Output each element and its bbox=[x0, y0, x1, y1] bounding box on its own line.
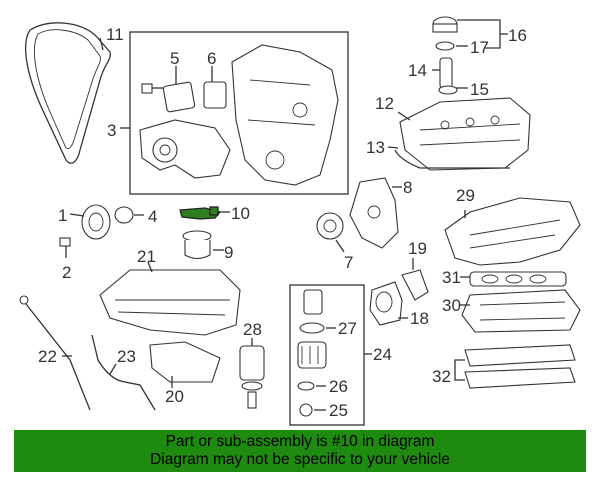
callout-15: 15 bbox=[470, 80, 489, 99]
callout-16: 16 bbox=[508, 26, 527, 45]
callout-23: 23 bbox=[117, 347, 136, 366]
exhaust-gasket-part[interactable] bbox=[464, 344, 576, 389]
cover-plate-8-part[interactable] bbox=[349, 177, 399, 249]
callout-14: 14 bbox=[408, 61, 427, 80]
callout-11: 11 bbox=[106, 25, 124, 44]
filter-cap-part[interactable] bbox=[297, 341, 327, 369]
timing-chain-part[interactable] bbox=[24, 22, 111, 164]
oil-filter-part[interactable] bbox=[239, 345, 265, 409]
gasket-6-part[interactable] bbox=[203, 81, 227, 109]
valve-cover-gasket-part[interactable] bbox=[394, 149, 510, 169]
filler-ring-part[interactable] bbox=[438, 85, 458, 95]
callout-31: 31 bbox=[442, 268, 461, 287]
callout-18: 18 bbox=[410, 309, 429, 328]
callout-21: 21 bbox=[137, 247, 156, 266]
callout-17: 17 bbox=[470, 38, 489, 57]
callout-3: 3 bbox=[107, 121, 116, 140]
o-ring-26-part[interactable] bbox=[297, 381, 315, 391]
oil-pan-lower-part[interactable] bbox=[149, 341, 221, 383]
callout-1: 1 bbox=[58, 206, 67, 225]
intake-manifold-part[interactable] bbox=[444, 197, 581, 266]
exhaust-manifold-part[interactable] bbox=[461, 289, 581, 333]
callout-20: 20 bbox=[165, 387, 184, 406]
oil-strainer-part[interactable] bbox=[182, 230, 212, 260]
callout-6: 6 bbox=[207, 49, 216, 68]
callout-5: 5 bbox=[170, 49, 179, 68]
callout-4: 4 bbox=[148, 207, 157, 226]
water-pump-part[interactable] bbox=[139, 119, 231, 179]
callout-9: 9 bbox=[224, 243, 233, 262]
filter-element-part[interactable] bbox=[303, 289, 323, 315]
callout-28: 28 bbox=[243, 320, 262, 339]
callout-12: 12 bbox=[375, 94, 394, 113]
oil-cap-part[interactable] bbox=[432, 16, 458, 33]
callout-19: 19 bbox=[408, 239, 427, 258]
camshaft-gear-part[interactable] bbox=[316, 212, 344, 240]
callout-10: 10 bbox=[231, 204, 250, 223]
callout-27: 27 bbox=[338, 319, 357, 338]
bracket-part[interactable] bbox=[401, 269, 429, 301]
dipstick-part[interactable] bbox=[19, 295, 91, 411]
callout-25: 25 bbox=[329, 401, 348, 420]
info-banner: Part or sub-assembly is #10 in diagram D… bbox=[14, 430, 586, 472]
crank-pulley-part[interactable] bbox=[81, 204, 111, 240]
banner-line-1: Part or sub-assembly is #10 in diagram bbox=[165, 433, 435, 450]
valve-cover-part[interactable] bbox=[399, 97, 531, 171]
engine-parts-diagram: 11 3 5 6 1 4 2 10 9 7 8 12 13 16 17 14 1… bbox=[19, 16, 581, 426]
bolt-part[interactable] bbox=[141, 83, 163, 94]
callout-32: 32 bbox=[432, 367, 451, 386]
callout-2: 2 bbox=[62, 263, 71, 282]
callout-7: 7 bbox=[344, 253, 353, 272]
callout-8: 8 bbox=[403, 178, 412, 197]
oil-filter-group-box bbox=[289, 284, 365, 426]
filter-housing-part[interactable] bbox=[369, 281, 403, 326]
callout-22: 22 bbox=[38, 347, 57, 366]
oil-pan-upper-part[interactable] bbox=[99, 269, 241, 336]
callout-26: 26 bbox=[329, 377, 348, 396]
timing-cover-group-box bbox=[129, 31, 349, 195]
gasket-5-part[interactable] bbox=[162, 81, 196, 113]
cap-gasket-part[interactable] bbox=[435, 41, 455, 51]
dipstick-tube-part[interactable] bbox=[91, 334, 156, 411]
timing-cover-part[interactable] bbox=[231, 44, 339, 186]
bolt-2-part[interactable] bbox=[59, 237, 71, 258]
intake-gasket-part[interactable] bbox=[469, 271, 567, 287]
filler-tube-part[interactable] bbox=[439, 57, 453, 89]
callout-24: 24 bbox=[373, 345, 392, 364]
washer-4-part[interactable] bbox=[114, 206, 134, 224]
banner-line-2: Diagram may not be specific to your vehi… bbox=[150, 451, 450, 468]
o-ring-27-part[interactable] bbox=[299, 322, 325, 334]
callout-30: 30 bbox=[442, 296, 461, 315]
callout-13: 13 bbox=[366, 138, 385, 157]
callout-29: 29 bbox=[456, 186, 475, 205]
highlighted-part-10[interactable] bbox=[179, 206, 222, 220]
drain-plug-part[interactable] bbox=[299, 403, 313, 417]
